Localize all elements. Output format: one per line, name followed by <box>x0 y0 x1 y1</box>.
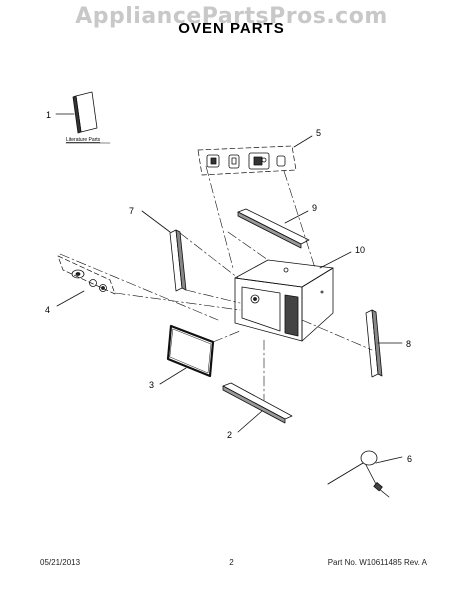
leader-3 <box>159 367 187 385</box>
leader-7 <box>141 210 171 233</box>
leader-6 <box>375 456 403 464</box>
leader-5 <box>293 135 313 148</box>
callout-6: 6 <box>407 454 412 464</box>
footer-part-number: Part No. W10611485 Rev. A <box>327 558 427 567</box>
callout-8: 8 <box>406 339 411 349</box>
callout-4: 4 <box>45 305 50 315</box>
watermark: AppliancePartsPros.com <box>75 4 388 29</box>
callout-9: 9 <box>312 203 317 213</box>
part-9-top-strip: 9 <box>237 203 317 249</box>
part-8-right-strip: 8 <box>365 309 411 378</box>
footer-page-number: 2 <box>229 558 234 567</box>
part-10-oven-cavity: 10 <box>234 245 365 342</box>
callout-10: 10 <box>355 245 365 255</box>
part-2-bottom-strip: 2 <box>222 382 293 440</box>
callout-1: 1 <box>46 110 51 120</box>
part-6-thermal-probe: 6 <box>327 450 412 498</box>
part-1-literature: 1 Literature Parts <box>46 91 111 144</box>
leader-4 <box>56 290 85 307</box>
part-3-door-gasket: 3 <box>149 324 215 390</box>
part-4-hinge-assembly: 4 <box>45 255 116 315</box>
callout-5: 5 <box>316 128 321 138</box>
assembly-lines <box>59 165 373 401</box>
leader-10 <box>319 251 352 269</box>
page-title: OVEN PARTS <box>178 20 285 37</box>
callout-3: 3 <box>149 380 154 390</box>
callout-7: 7 <box>129 206 134 216</box>
footer-date: 05/21/2013 <box>40 558 81 567</box>
literature-parts-label: Literature Parts <box>66 137 101 143</box>
part-7-left-strip: 7 <box>129 206 187 292</box>
callout-2: 2 <box>227 430 232 440</box>
leader-9 <box>284 210 309 224</box>
leader-2 <box>237 410 263 433</box>
part-5-switch-assembly: 5 <box>197 128 321 176</box>
